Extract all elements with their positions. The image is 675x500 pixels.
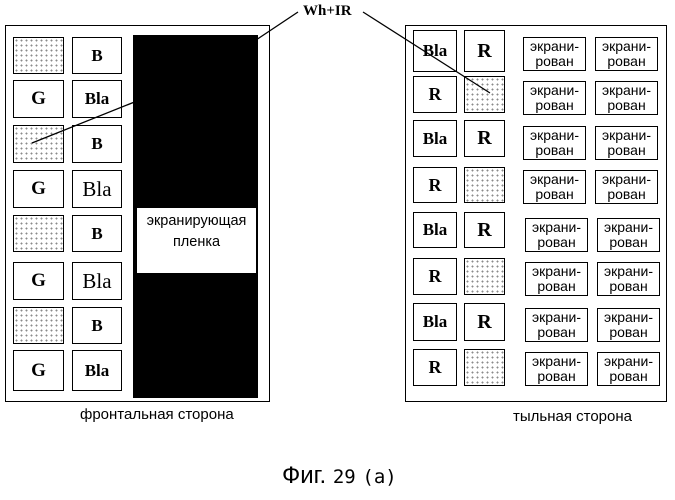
front-leader-line-inner xyxy=(32,97,147,143)
back-leader-line xyxy=(363,12,490,93)
figure-prefix: Фиг. xyxy=(282,462,326,489)
front-leader-line xyxy=(256,12,298,40)
figure-suffix: (a) xyxy=(362,466,396,488)
figure-number: 29 xyxy=(333,466,356,488)
figure-caption: Фиг. 29 (a) xyxy=(282,462,397,490)
